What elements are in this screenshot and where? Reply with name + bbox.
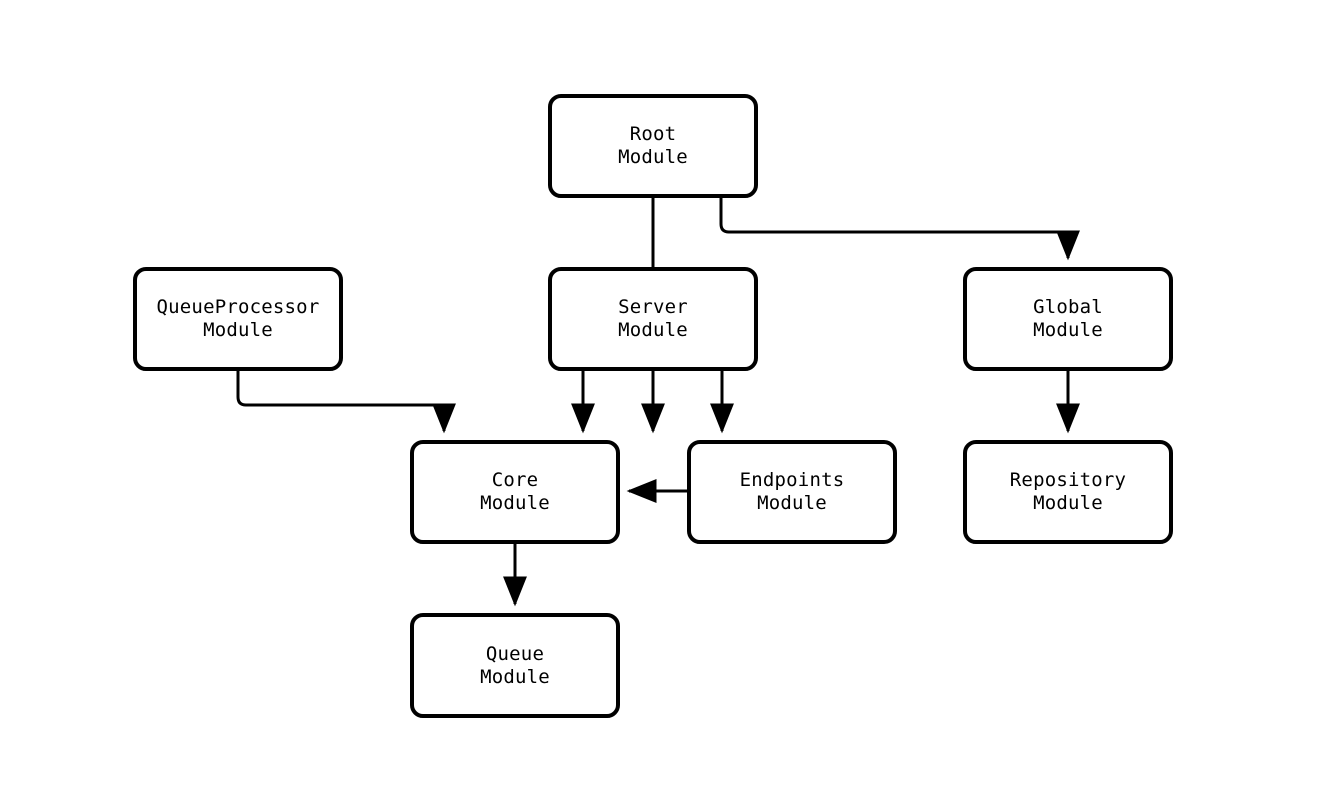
node-label-secondary: Module [618,146,688,168]
node-label-primary: Repository [1009,469,1127,491]
edge-root-to-global [719,198,1080,261]
node-label-primary: QueueProcessor [156,296,320,318]
node-label-secondary: Module [757,492,827,514]
node-label-secondary: Module [618,319,688,341]
node-label-secondary: Module [1033,492,1103,514]
node-label-primary: Global [1033,296,1103,318]
node-label-primary: Root [629,123,677,145]
node-label-secondary: Module [1033,319,1103,341]
node-label-secondary: Module [480,492,550,514]
node-label-primary: Endpoints [739,469,845,491]
node-label-secondary: Module [203,319,273,341]
edge-queueprocessor-to-core [236,371,456,434]
node-label-secondary: Module [480,665,550,688]
node-label-primary: Core [491,469,539,491]
node-label-primary: Server [618,296,688,318]
node-label-primary: Queue [485,642,545,665]
